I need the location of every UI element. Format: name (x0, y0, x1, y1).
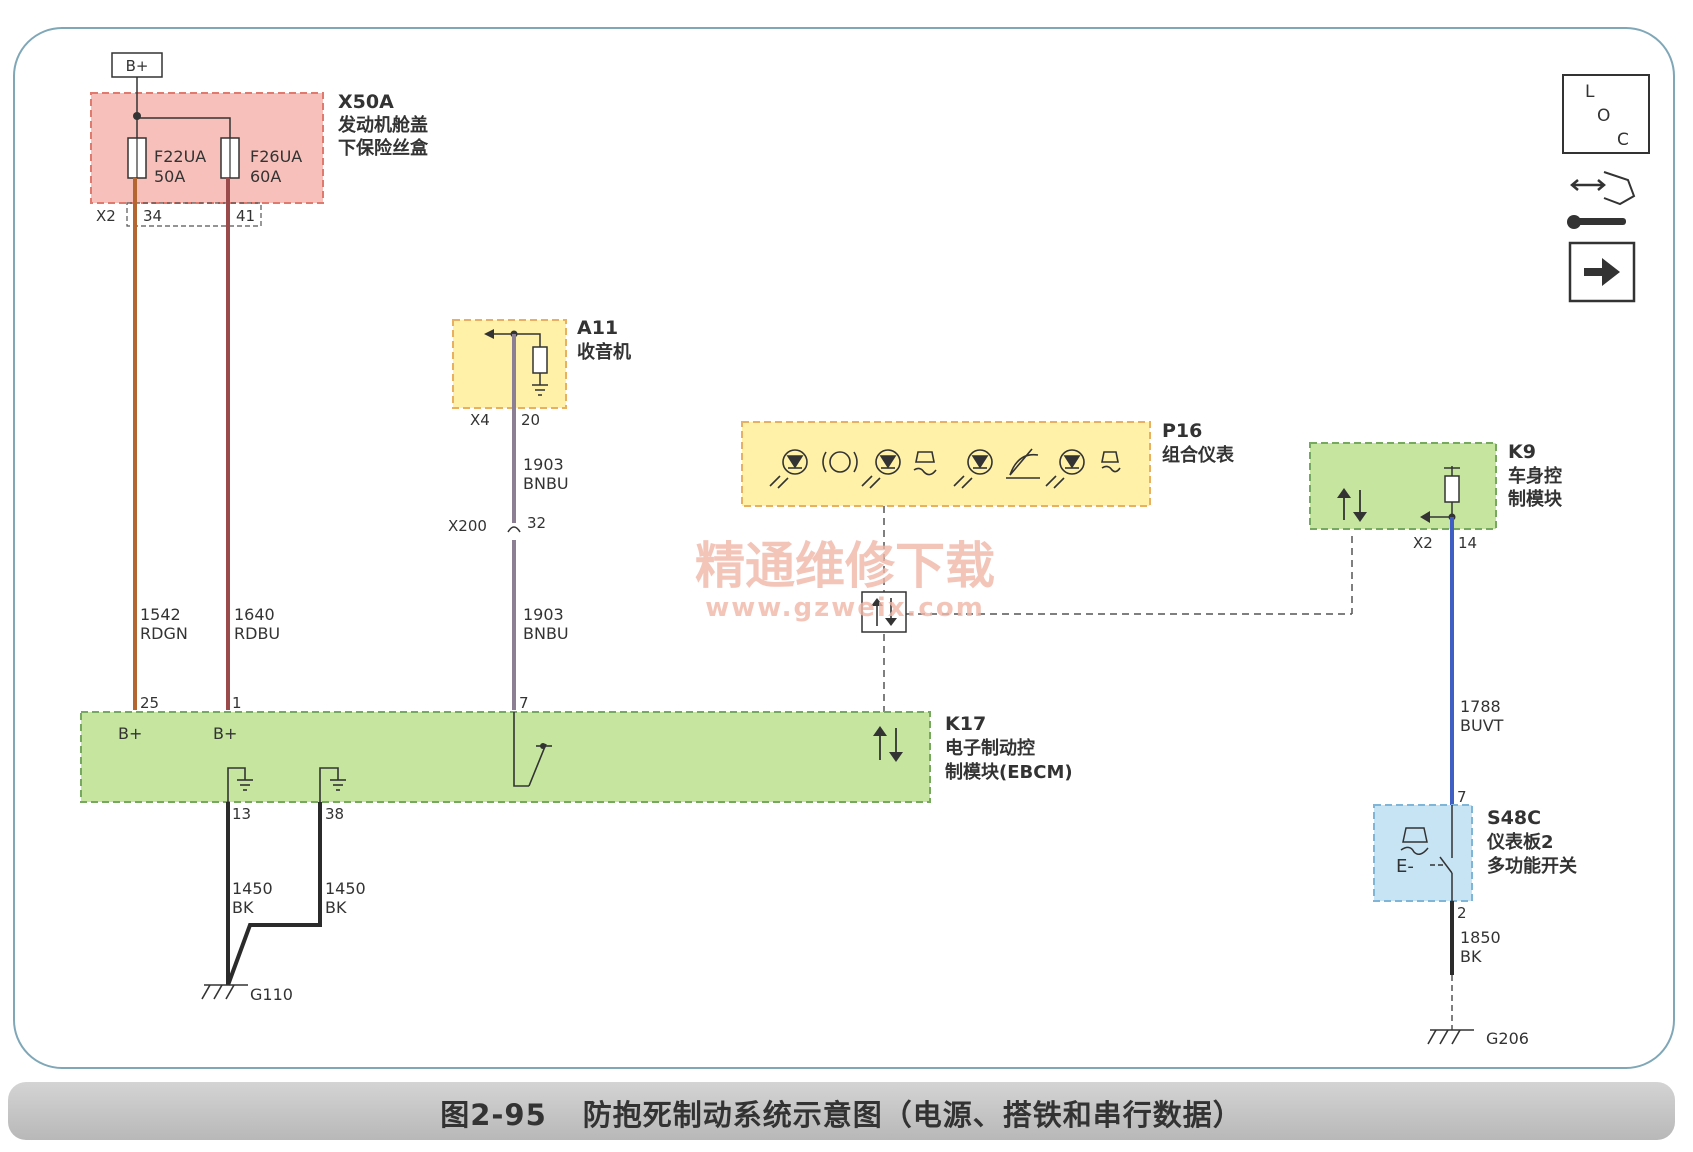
bcm-module (1309, 442, 1497, 530)
wire-1640-num: 1640 (234, 605, 275, 624)
ground-symbol-g110 (201, 984, 248, 1000)
ground-g110-label: G110 (250, 985, 293, 1004)
ground-g206-label: G206 (1486, 1029, 1529, 1048)
wire-1903b-num: 1903 (523, 605, 564, 624)
switch-mark: E- (1396, 856, 1414, 877)
bcm-name-1: 车身控 (1508, 465, 1562, 487)
ebcm-name-2: 制模块(EBCM) (945, 761, 1073, 783)
bcm-pin: 14 (1458, 534, 1477, 552)
wire-1542-color: RDGN (140, 624, 188, 643)
switch-name-1: 仪表板2 (1486, 831, 1554, 853)
ebcm-pin-bplus1: 25 (140, 694, 159, 712)
diagram-frame (13, 27, 1675, 1069)
cluster-name: 组合仪表 (1162, 444, 1235, 466)
cluster-module (741, 421, 1151, 507)
caption-bar: 图2-95 防抱死制动系统示意图（电源、搭铁和串行数据） (8, 1082, 1675, 1140)
radio-id: A11 (577, 317, 618, 339)
switch-pin-bottom: 2 (1457, 904, 1467, 922)
wire-1450b-color: BK (325, 898, 347, 917)
fuse-box-name-2: 下保险丝盒 (338, 137, 429, 159)
wire-1640-color: RDBU (234, 624, 280, 643)
switch-pin-top: 7 (1457, 788, 1467, 806)
watermark-url: www.gzweix.com (705, 593, 985, 623)
radio-module (452, 319, 567, 409)
wire-1850-color: BK (1460, 947, 1482, 966)
cluster-indicator-icons (769, 448, 1121, 489)
fuse-pin-41: 41 (236, 207, 255, 225)
fuse-box-id: X50A (338, 91, 394, 113)
loc-icon-c: C (1617, 130, 1629, 150)
inline-connector-id: X200 (448, 517, 487, 535)
wire-1450b-num: 1450 (325, 879, 366, 898)
watermark-title: 精通维修下载 (695, 537, 995, 595)
inline-connector-pin: 32 (527, 514, 546, 532)
loc-icon (1562, 74, 1650, 154)
ebcm-pin-bplus2: 1 (232, 694, 242, 712)
wire-1450a-num: 1450 (232, 879, 273, 898)
switch-id: S48C (1487, 807, 1541, 829)
wire-1850-num: 1850 (1460, 928, 1501, 947)
inline-connector-x200 (507, 526, 521, 533)
radio-connector: X4 (470, 411, 490, 429)
figure-title: 防抱死制动系统示意图（电源、搭铁和串行数据） (582, 1098, 1243, 1132)
cluster-id: P16 (1162, 420, 1202, 442)
ebcm-module (80, 711, 931, 803)
schematic: B+ F22UA 50A F26UA 60A X50A 发动机舱盖 下保险丝盒 … (13, 27, 1675, 1069)
fuse-box-connector-id: X2 (96, 207, 116, 225)
fuse-pin-34: 34 (143, 207, 162, 225)
bcm-id: K9 (1508, 441, 1536, 463)
ebcm-bplus-label-2: B+ (213, 724, 237, 743)
fuse-f22ua-rating: 50A (154, 167, 185, 186)
fuse-box-connector (126, 202, 262, 227)
serial-data-splice (861, 591, 907, 633)
connector-view-icon (1570, 171, 1636, 206)
wire-1903a-color: BNBU (523, 474, 569, 493)
wire-1542-num: 1542 (140, 605, 181, 624)
ebcm-name-1: 电子制动控 (945, 737, 1035, 759)
fuse-f26ua-name: F26UA (250, 147, 302, 166)
wire-1788-num: 1788 (1460, 697, 1501, 716)
figure-caption: 图2-95 防抱死制动系统示意图（电源、搭铁和串行数据） (8, 1092, 1675, 1134)
fuse-f22ua-name: F22UA (154, 147, 206, 166)
wire-1788-color: BUVT (1460, 716, 1504, 735)
bcm-connector: X2 (1413, 534, 1433, 552)
wire-1450a-color: BK (232, 898, 254, 917)
ebcm-pin-gnd1: 13 (232, 805, 251, 823)
wire-1450-b (226, 802, 322, 986)
bcm-name-2: 制模块 (1508, 488, 1563, 510)
ebcm-pin-data: 7 (519, 694, 529, 712)
switch-name-2: 多功能开关 (1487, 855, 1577, 877)
ebcm-bplus-label-1: B+ (118, 724, 142, 743)
wrench-icon (1567, 215, 1626, 229)
radio-pin: 20 (521, 411, 540, 429)
power-source-label: B+ (126, 57, 149, 75)
ebcm-pin-gnd2: 38 (325, 805, 344, 823)
fuse-box-name-1: 发动机舱盖 (337, 114, 428, 136)
figure-number: 图2-95 (440, 1098, 547, 1132)
wire-1903b-color: BNBU (523, 624, 569, 643)
fuse-f26ua-rating: 60A (250, 167, 281, 186)
wire-1903a-num: 1903 (523, 455, 564, 474)
ebcm-id: K17 (945, 713, 986, 735)
radio-name: 收音机 (577, 341, 631, 363)
ground-symbol-g206 (1427, 1029, 1474, 1045)
loc-icon-l: L (1585, 82, 1595, 102)
loc-icon-o: O (1597, 106, 1610, 126)
